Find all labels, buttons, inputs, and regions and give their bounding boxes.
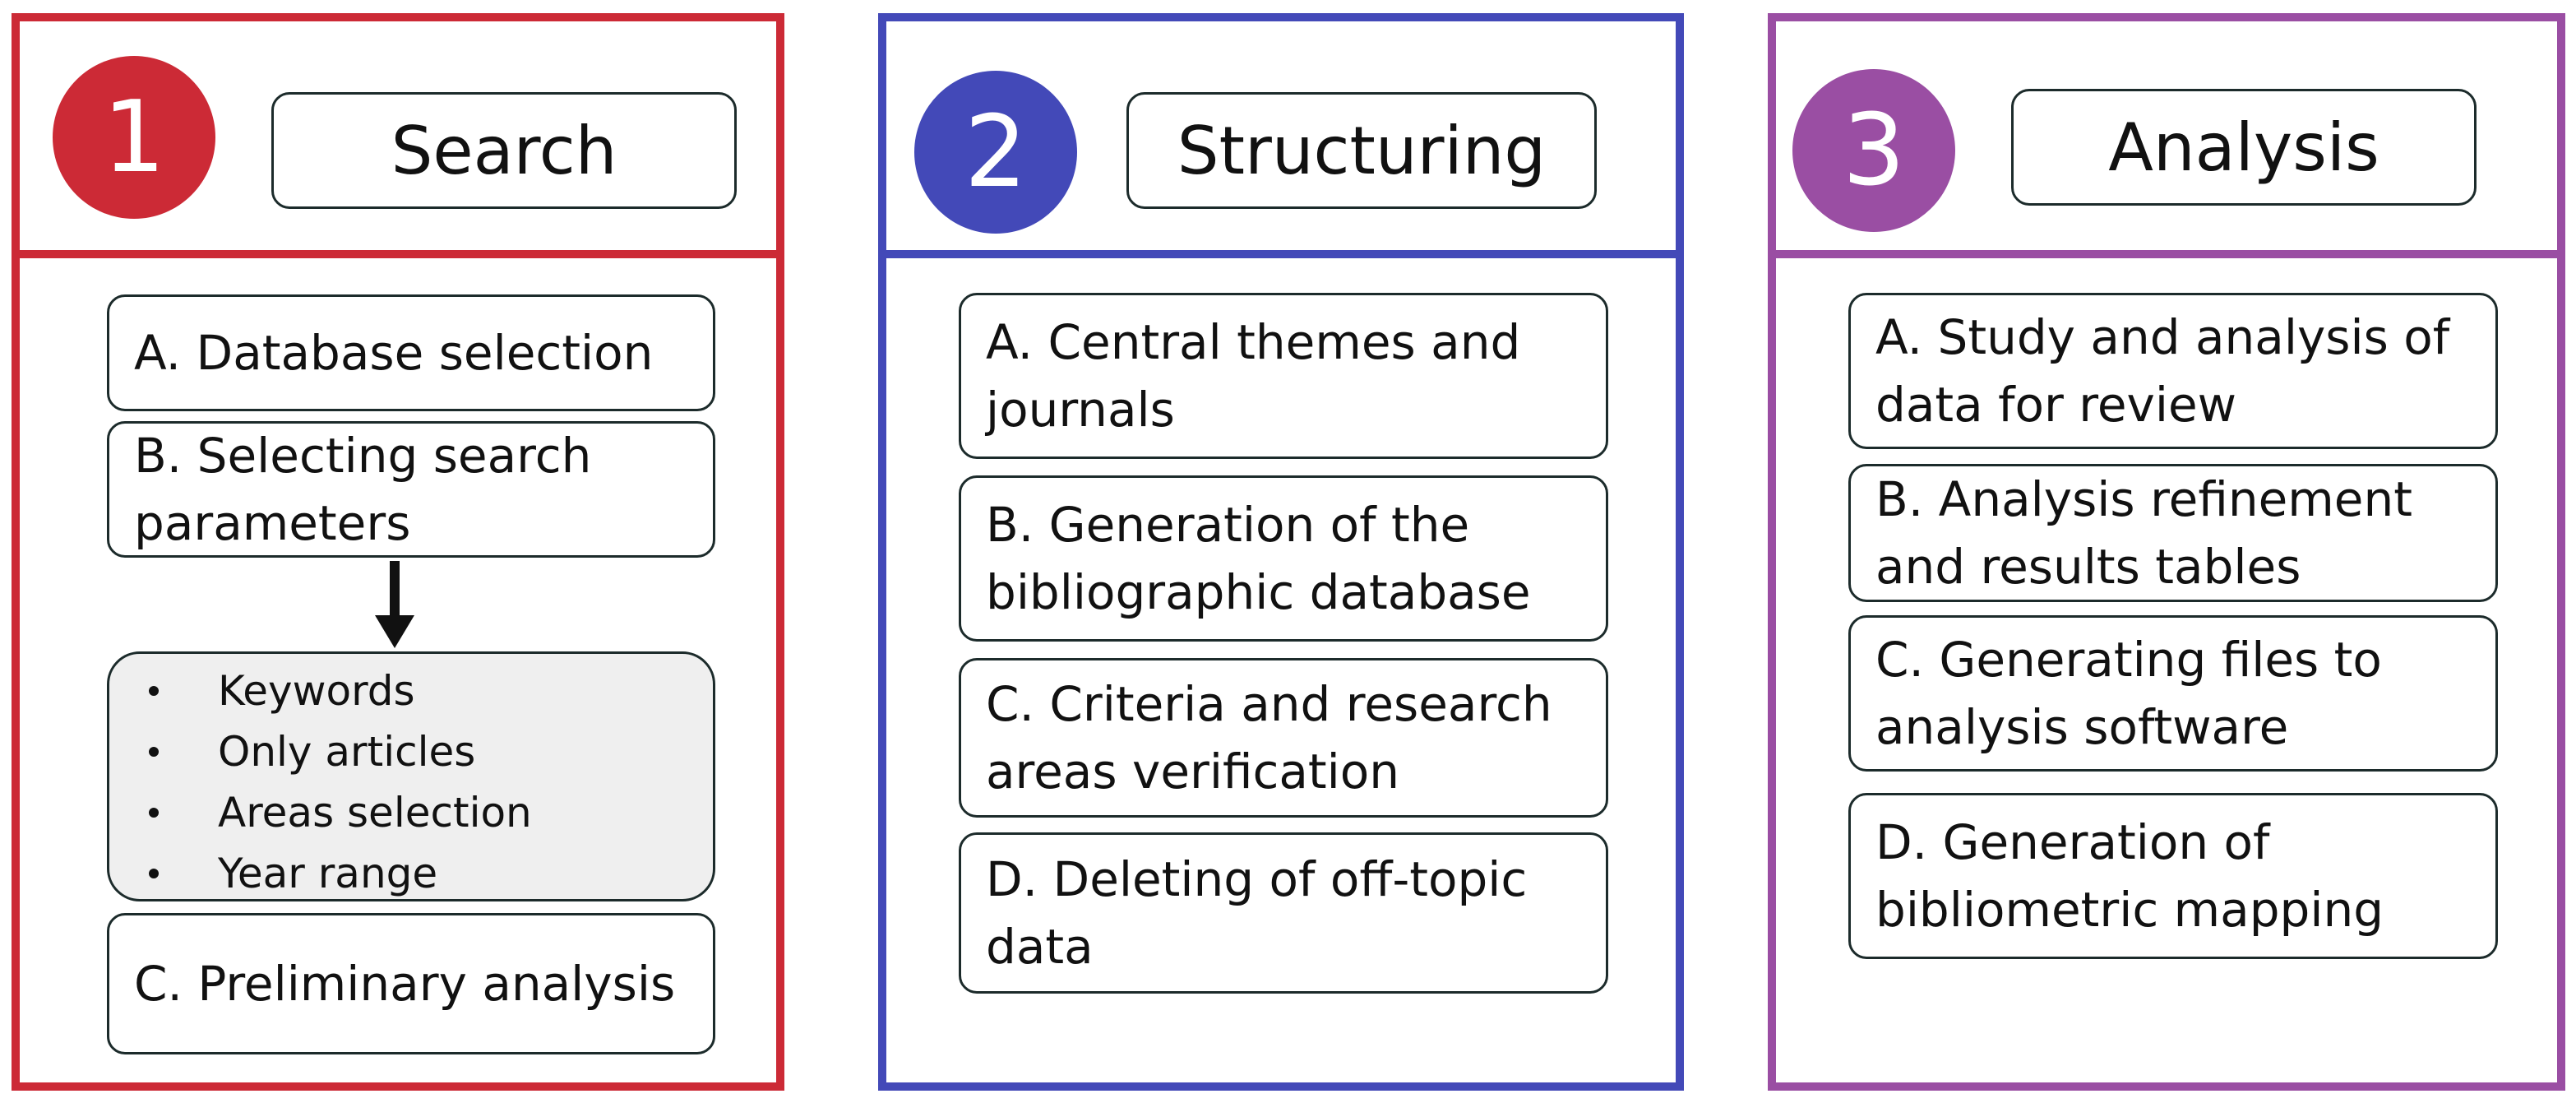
step-number-1: 1 [53,56,215,219]
step-bibliographic-database: B. Generation of the bibliographic datab… [959,475,1608,642]
structuring-panel: 2 Structuring A. Central themes and jour… [878,13,1684,1091]
step-generating-files: C. Generating files to analysis software [1848,615,2498,772]
structuring-panel-header: 2 Structuring [886,21,1676,258]
search-panel-header: 1 Search [20,21,776,258]
list-item: Year range [109,843,713,904]
list-item: Keywords [109,660,713,721]
search-title: Search [271,92,737,209]
analysis-panel: 3 Analysis A. Study and analysis of data… [1768,13,2565,1091]
structuring-title: Structuring [1126,92,1597,209]
step-criteria-verification: C. Criteria and research areas verificat… [959,658,1608,818]
list-item: Only articles [109,721,713,782]
step-preliminary-analysis: C. Preliminary analysis [107,913,715,1054]
search-panel: 1 Search A. Database selection B. Select… [12,13,784,1091]
step-database-selection: A. Database selection [107,294,715,411]
search-parameters-list: Keywords Only articles Areas selection Y… [107,651,715,901]
step-number-3: 3 [1792,69,1955,232]
step-bibliometric-mapping: D. Generation of bibliometric mapping [1848,793,2498,959]
down-arrow-icon [375,561,414,648]
step-analysis-refinement: B. Analysis refinement and results table… [1848,464,2498,602]
list-item: Areas selection [109,782,713,843]
step-central-themes: A. Central themes and journals [959,293,1608,459]
analysis-panel-header: 3 Analysis [1776,21,2557,258]
step-study-analysis: A. Study and analysis of data for review [1848,293,2498,449]
analysis-title: Analysis [2011,89,2477,206]
step-deleting-off-topic: D. Deleting of off-topic data [959,832,1608,994]
step-selecting-search-parameters: B. Selecting search parameters [107,421,715,558]
step-number-2: 2 [914,71,1077,234]
